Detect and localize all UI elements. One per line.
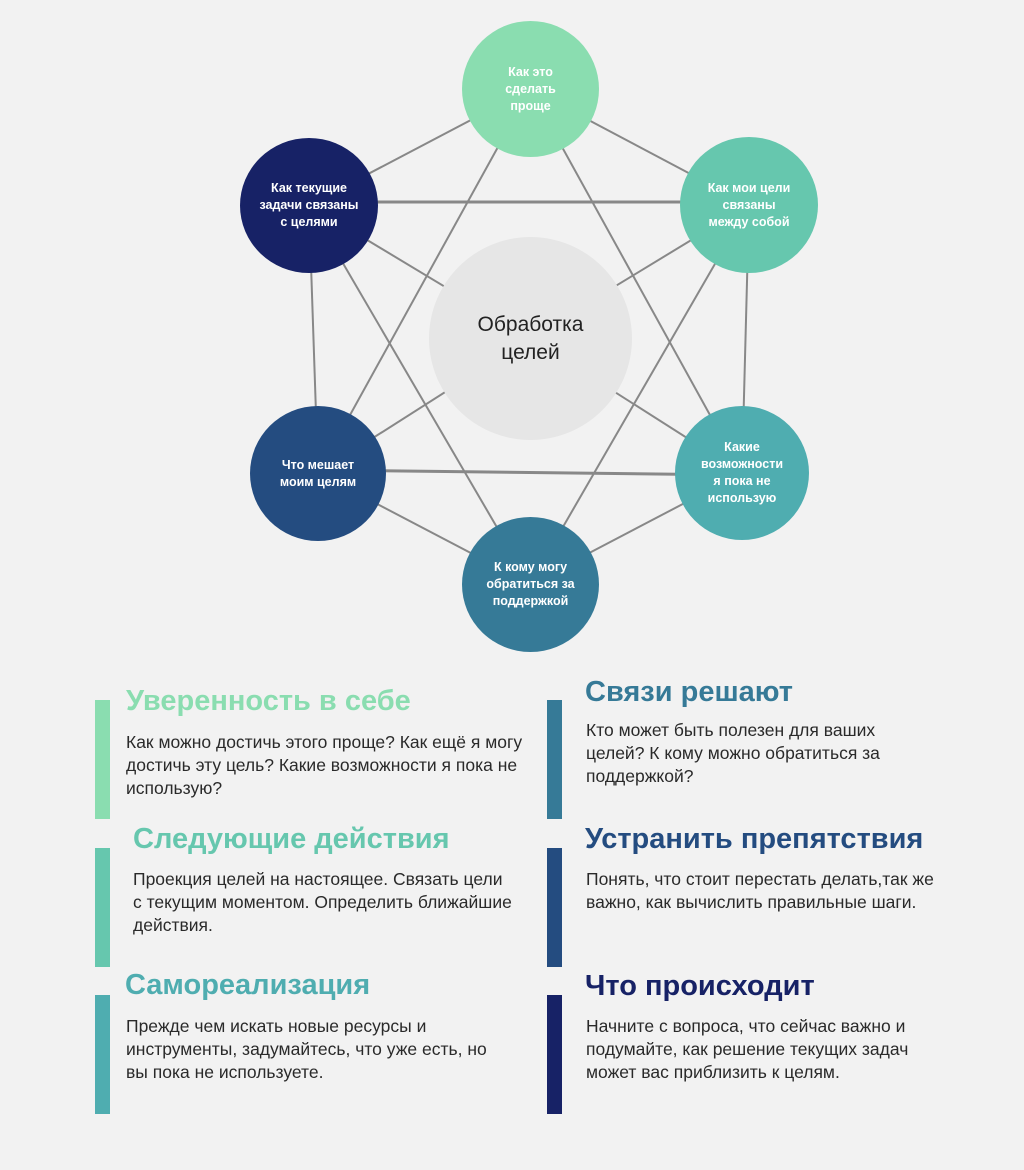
section-text: Понять, что стоит перестать делать,так ж… bbox=[586, 869, 934, 912]
section-text: Как можно достичь этого проще? Как ещё я… bbox=[126, 732, 523, 798]
section-title: Самореализация bbox=[125, 969, 371, 1001]
section-bar bbox=[547, 848, 562, 967]
section-bar bbox=[547, 700, 562, 819]
node-opportunities: Какие возможности я пока не использую bbox=[675, 406, 809, 540]
node-label: Как это сделать проще bbox=[505, 64, 556, 113]
node-label: Какие возможности я пока не использую bbox=[700, 440, 784, 505]
connection-line bbox=[529, 88, 743, 474]
section-bar bbox=[95, 848, 110, 967]
section-bar bbox=[547, 995, 562, 1114]
node-goals-linked: Как мои цели связаны между собой bbox=[680, 137, 818, 273]
section-title: Следующие действия bbox=[133, 823, 450, 855]
section-text: Начните с вопроса, что сейчас важно и по… bbox=[586, 1016, 909, 1082]
center-node: Обработка целей bbox=[429, 237, 632, 440]
section-title: Связи решают bbox=[585, 676, 793, 708]
section-text: Проекция целей на настоящее. Связать цел… bbox=[133, 869, 512, 935]
connection-line bbox=[308, 204, 531, 585]
node-simpler: Как это сделать проще bbox=[462, 21, 599, 157]
connection-line bbox=[317, 88, 531, 474]
node-label: К кому могу обратиться за поддержкой bbox=[486, 560, 575, 608]
section-title: Уверенность в себе bbox=[126, 685, 411, 717]
node-label: Что мешает моим целям bbox=[279, 457, 357, 489]
center-label: Обработка целей bbox=[477, 312, 584, 364]
node-support: К кому могу обратиться за поддержкой bbox=[462, 517, 599, 652]
node-obstacles: Что мешает моим целям bbox=[250, 406, 386, 541]
connection-line bbox=[317, 468, 743, 477]
section-bar bbox=[95, 995, 110, 1114]
section-text: Кто может быть полезен для ваших целей? … bbox=[586, 720, 880, 786]
node-current-tasks: Как текущие задачи связаны с целями bbox=[240, 138, 378, 273]
section-text: Прежде чем искать новые ресурсы и инстру… bbox=[126, 1016, 487, 1082]
section-title: Устранить препятствия bbox=[585, 823, 924, 855]
node-label: Как мои цели связаны между собой bbox=[707, 180, 791, 229]
section-bar bbox=[95, 700, 110, 819]
section-title: Что происходит bbox=[585, 970, 815, 1002]
node-label: Как текущие задачи связаны с целями bbox=[259, 181, 359, 229]
connection-line bbox=[529, 204, 750, 585]
